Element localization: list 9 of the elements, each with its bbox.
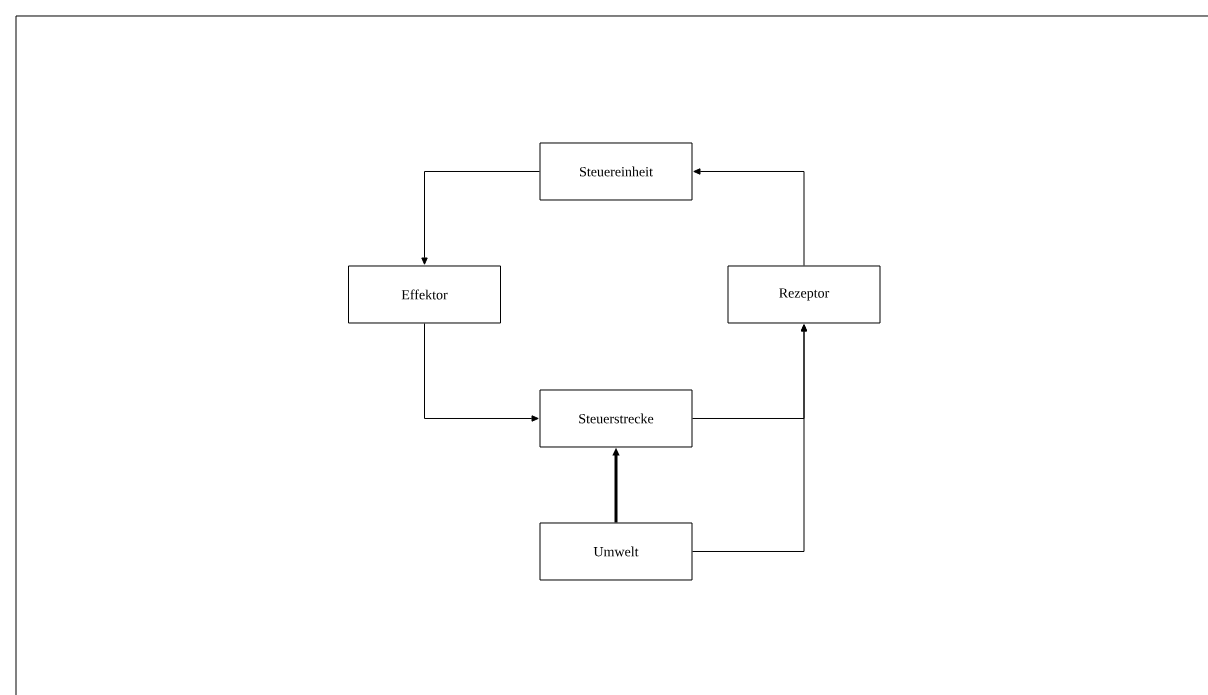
process-box: Effektor	[348, 265, 501, 324]
arrow	[692, 324, 808, 552]
process-box: Steuerstrecke	[539, 389, 693, 448]
process-box: Umwelt	[539, 522, 693, 581]
process-box: Rezeptor	[727, 265, 881, 324]
arrow	[421, 171, 540, 265]
arrow	[693, 168, 805, 266]
arrow	[424, 323, 539, 422]
process-box: Steuereinheit	[539, 142, 693, 201]
